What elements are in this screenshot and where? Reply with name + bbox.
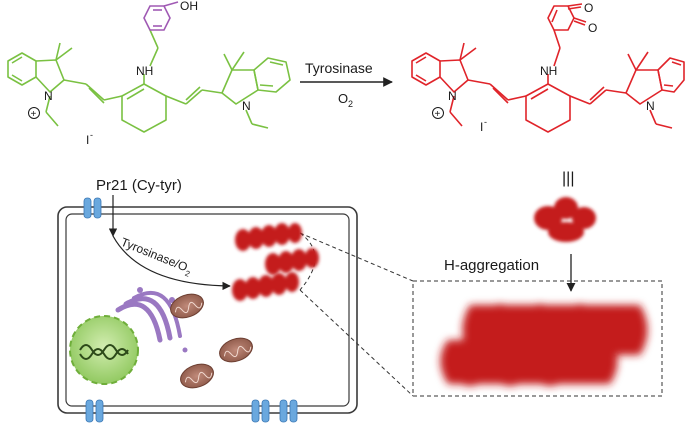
probe-molecule: [7, 29, 291, 133]
hydroxyl-label: OH: [180, 0, 198, 13]
cell-membrane-outer: [57, 206, 358, 414]
probe-counter-ion: I: [86, 133, 89, 147]
membrane-receptor-icon: [83, 197, 102, 219]
single-dye-blob: [534, 197, 596, 242]
product-nitrogen-left: N: [448, 89, 457, 103]
h-aggregate-stack: [440, 304, 648, 386]
tyrosinase-conversion-arrow: [112, 235, 231, 291]
intracellular-aggregate: [232, 272, 299, 301]
product-counter-ion: I: [480, 120, 483, 134]
aggregation-label: H-aggregation: [444, 257, 539, 274]
probe-amine-label: NH: [136, 64, 153, 78]
intracellular-aggregate: [235, 223, 302, 251]
hydroxyphenyl-group: [143, 1, 179, 31]
mitochondrion-icon: [219, 337, 253, 363]
tyrosinase-label-text: Tyrosinase/O: [119, 235, 190, 274]
probe-name-label: Pr21 (Cy-tyr): [96, 177, 182, 194]
intracellular-aggregate: [265, 248, 319, 275]
cell-membrane-inner: [65, 213, 350, 407]
tyrosinase-label-subscript: 2: [184, 269, 192, 279]
reaction-oxidant-label: O: [338, 91, 348, 106]
probe-nitrogen-left: N: [44, 89, 53, 103]
product-molecule: [411, 3, 685, 133]
nucleus-icon: [69, 315, 139, 385]
probe-counter-ion-charge: -: [90, 130, 93, 140]
product-oxo-bottom: O: [588, 21, 597, 35]
mitochondrion-icon: [180, 363, 214, 389]
product-nitrogen-right: N: [646, 99, 655, 113]
reaction-enzyme-label: Tyrosinase: [305, 60, 373, 76]
product-amine-label: NH: [540, 64, 557, 78]
product-charge-symbol: +: [435, 109, 441, 120]
product-oxo-top: O: [584, 1, 593, 15]
membrane-receptor-icon: [279, 399, 298, 423]
golgi-apparatus-icon: [115, 287, 188, 353]
equivalence-symbol: |||: [562, 170, 574, 187]
product-positive-charge-icon: [432, 107, 444, 119]
probe-charge-symbol: +: [31, 109, 37, 120]
probe-positive-charge-icon: [28, 107, 40, 119]
reaction-oxidant-subscript: 2: [348, 99, 353, 109]
mitochondrion-icon: [170, 293, 204, 319]
membrane-receptor-icon: [85, 399, 104, 423]
product-counter-ion-charge: -: [484, 117, 487, 127]
membrane-receptor-icon: [251, 399, 270, 423]
probe-nitrogen-right: N: [242, 99, 251, 113]
